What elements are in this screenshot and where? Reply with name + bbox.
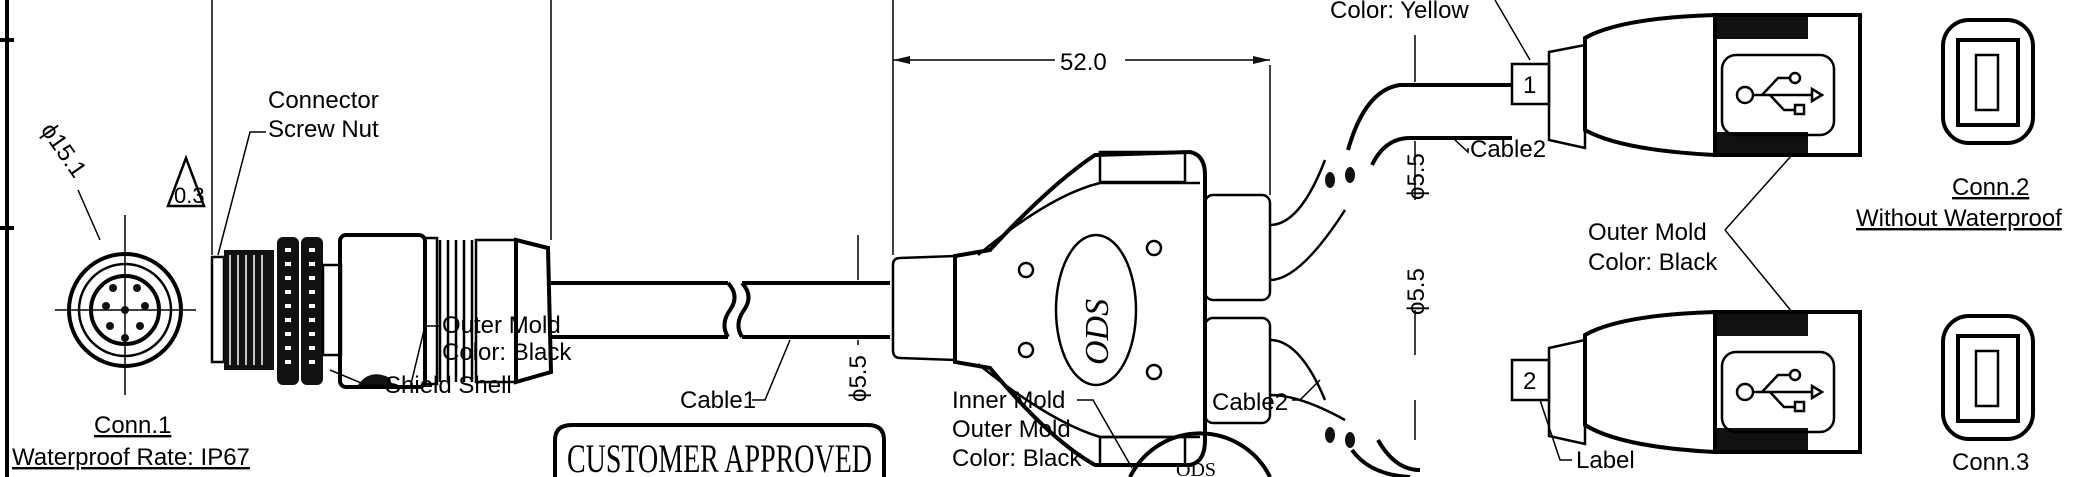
cable2-bottom-callout: Cable2 <box>1212 379 1321 416</box>
label-box-1: 1 <box>1510 62 1551 106</box>
splitter-length-dimension: 52.0 <box>892 0 1271 255</box>
cable1-callout: Cable1 <box>680 339 791 414</box>
splitter-length-text: 52.0 <box>1060 49 1107 76</box>
tolerance-flag-text: 0.3 <box>174 183 205 208</box>
usb-connector-bottom <box>1547 309 1862 455</box>
conn1-side-view <box>210 0 554 389</box>
cable2-bottom-label: Cable2 <box>1212 389 1288 416</box>
screw-nut-callout: Connector Screw Nut <box>217 87 379 256</box>
tolerance-flag: 0.3 <box>166 154 206 208</box>
y-splitter: ODS <box>891 149 1272 467</box>
cable1-label: Cable1 <box>680 387 756 414</box>
inner-mold-label-line2: Outer Mold <box>952 416 1071 443</box>
conn2-note: Without Waterproof <box>1856 205 2062 232</box>
cable1 <box>551 281 890 339</box>
conn2-title: Conn.2 <box>1952 174 2029 201</box>
label-2-text: 2 <box>1523 368 1536 395</box>
conn1-outer-mold-label-line1: Outer Mold <box>442 312 561 339</box>
inner-mold-label-line1: Inner Mold <box>952 387 1065 414</box>
cable2-top-callout: Cable2 <box>1454 136 1546 163</box>
conn1-diameter-text: ϕ15.1 <box>35 118 92 183</box>
cable2-top-diameter-dimension: ϕ5.5 <box>1403 35 1430 200</box>
label-callout: Label <box>1539 399 1635 474</box>
ods-seal-stamp: ODS <box>1128 431 1272 477</box>
label-1-text: 1 <box>1523 72 1536 99</box>
shield-shell-callout: Shield Shell <box>329 369 512 399</box>
cable2-top-label: Cable2 <box>1470 136 1546 163</box>
drawing-border <box>0 0 14 477</box>
splitter-logo: ODS <box>1079 299 1116 365</box>
cable1-diameter-dimension: ϕ5.5 <box>845 235 872 402</box>
conn1-diameter-dimension: ϕ15.1 <box>35 118 101 241</box>
customer-approved-text: CUSTOMER APPROVED <box>567 436 872 477</box>
usb-connector-top <box>1547 12 1862 158</box>
conn1-title: Conn.1 <box>94 412 171 439</box>
ods-seal-text: ODS <box>1176 459 1216 477</box>
label-box-2: 2 <box>1510 358 1551 402</box>
cable1-diameter-text: ϕ5.5 <box>845 355 872 402</box>
conn1-outer-mold-callout: Outer Mold Color: Black <box>409 312 572 389</box>
usb-icon <box>1735 368 1825 413</box>
customer-approved-stamp: CUSTOMER APPROVED <box>553 423 886 477</box>
inner-mold-callout: Inner Mold Outer Mold Color: Black <box>952 387 1133 472</box>
label-color-text: Color: Yellow <box>1330 0 1469 24</box>
shield-shell-label: Shield Shell <box>385 372 512 399</box>
usb-outer-mold-label-line1: Outer Mold <box>1588 219 1707 246</box>
usb-outer-mold-label-line2: Color: Black <box>1588 249 1718 276</box>
cable2-bottom <box>1269 338 1421 477</box>
screw-nut-label-line2: Screw Nut <box>268 116 379 143</box>
label-color-callout: Color: Yellow <box>1330 0 1531 61</box>
conn3-front-view <box>1941 314 2035 441</box>
cable2-top-diameter-text: ϕ5.5 <box>1403 153 1430 200</box>
conn3-title: Conn.3 <box>1952 449 2029 476</box>
cable2-top <box>1269 83 1512 282</box>
cable2-bottom-diameter-text: ϕ5.5 <box>1403 268 1430 315</box>
conn1-outer-mold-label-line2: Color: Black <box>442 339 572 366</box>
screw-nut-label-line1: Connector <box>268 87 379 114</box>
conn2-front-view <box>1941 18 2035 145</box>
usb-outer-mold-callout: Outer Mold Color: Black <box>1588 154 1793 313</box>
cable2-bottom-diameter-dimension: ϕ5.5 <box>1403 268 1430 440</box>
conn1-note: Waterproof Rate: IP67 <box>12 444 250 471</box>
conn1-front-view <box>55 215 196 395</box>
usb-icon <box>1735 71 1825 116</box>
label-text: Label <box>1576 447 1635 474</box>
inner-mold-label-line3: Color: Black <box>952 445 1082 472</box>
